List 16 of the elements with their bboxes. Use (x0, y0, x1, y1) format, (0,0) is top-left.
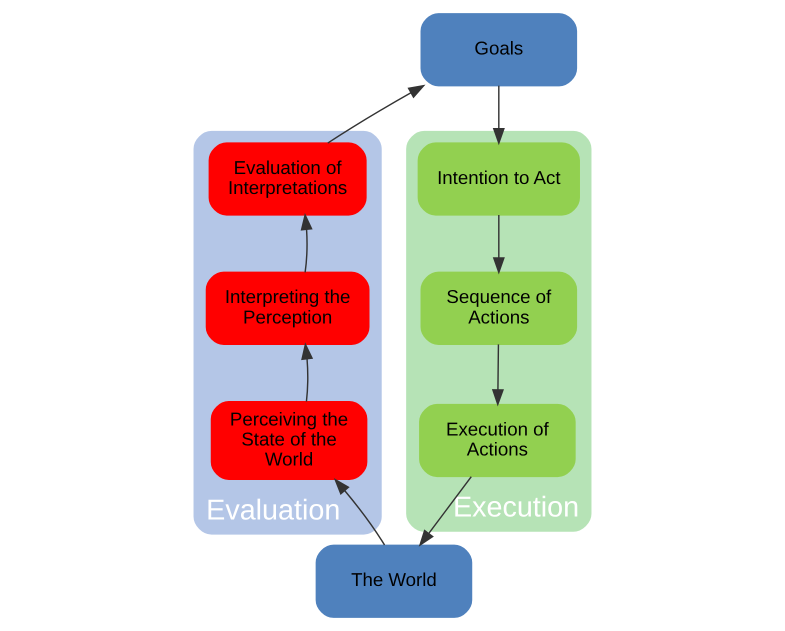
node-box: Evaluation of Interpretations (208, 142, 367, 216)
node-box: The World (316, 544, 472, 618)
arrow (301, 342, 314, 402)
node-box: Intention to Act (418, 142, 580, 216)
arrow (492, 215, 505, 275)
node-box: Interpreting the Perception (206, 272, 370, 345)
arrow (492, 344, 504, 406)
node-box: Sequence of Actions (420, 272, 578, 345)
arrow (492, 86, 505, 146)
node-box: Execution of Actions (419, 404, 576, 478)
arrow (418, 476, 472, 547)
node-box: Perceiving the State of the World (210, 400, 368, 480)
arrow (327, 84, 426, 144)
arrow (300, 212, 313, 272)
arrow (334, 478, 386, 546)
node-box: Goals (420, 13, 578, 86)
